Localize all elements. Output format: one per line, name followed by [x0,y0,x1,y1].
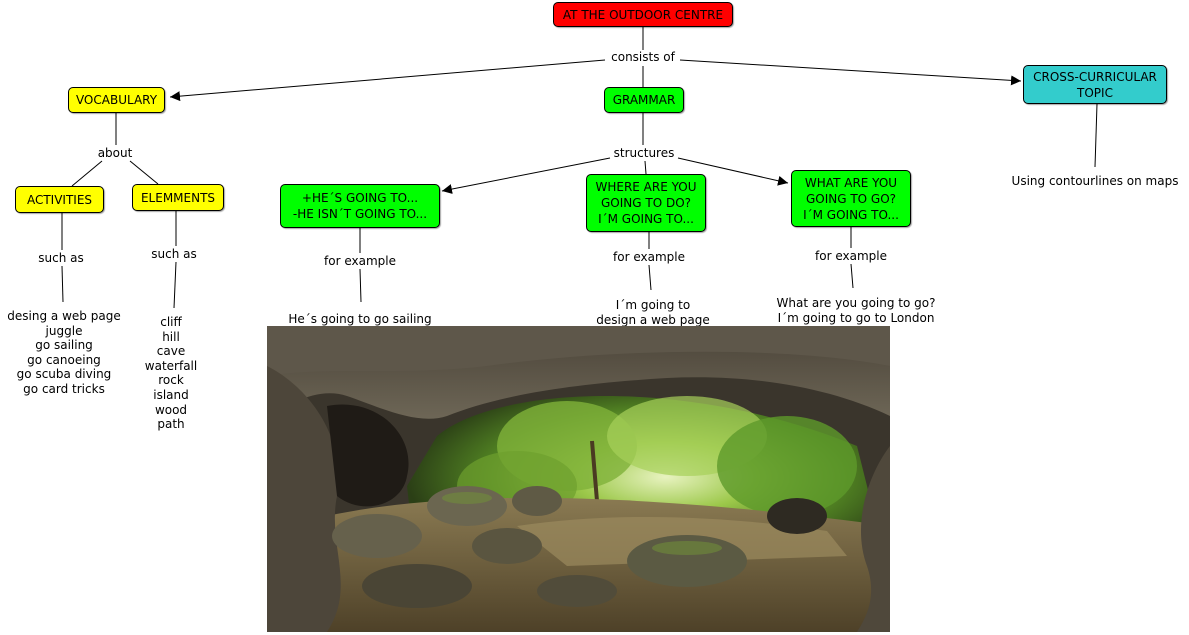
grammar-structure-where-node[interactable]: WHERE ARE YOU GOING TO DO? I´M GOING TO.… [586,174,706,232]
elements-node[interactable]: ELEMMENTS [132,184,224,211]
elements-list: cliff hill cave waterfall rock island wo… [144,315,198,432]
grammar-node[interactable]: GRAMMAR [604,87,684,113]
vocabulary-node[interactable]: VOCABULARY [68,87,165,113]
link-label-for-example-1: for example [322,254,398,268]
cross-curricular-topic-node[interactable]: CROSS-CURRICULAR TOPIC [1023,65,1167,104]
example-sailing-text: He´s going to go sailing [288,312,432,326]
link-label-for-example-2: for example [611,250,687,264]
activities-list: desing a web page juggle go sailing go c… [7,309,121,396]
activities-node[interactable]: ACTIVITIES [15,186,104,213]
contourlines-text: Using contourlines on maps [1011,174,1179,188]
link-label-such-as-activities: such as [36,251,86,265]
cave-photo [267,326,890,632]
link-label-for-example-3: for example [813,249,889,263]
link-label-structures: structures [611,146,677,160]
grammar-structure-what-node[interactable]: WHAT ARE YOU GOING TO GO? I´M GOING TO..… [791,170,911,227]
root-node-outdoor-centre[interactable]: AT THE OUTDOOR CENTRE [553,2,733,27]
link-label-about: about [95,146,135,160]
example-design-text: I´m going to design a web page [596,298,710,327]
link-label-such-as-elements: such as [149,247,199,261]
example-london-text: What are you going to go? I´m going to g… [776,296,936,325]
grammar-structure-going-to-node[interactable]: +HE´S GOING TO... -HE ISN´T GOING TO... [280,184,440,228]
link-label-consists-of: consists of [609,50,677,64]
